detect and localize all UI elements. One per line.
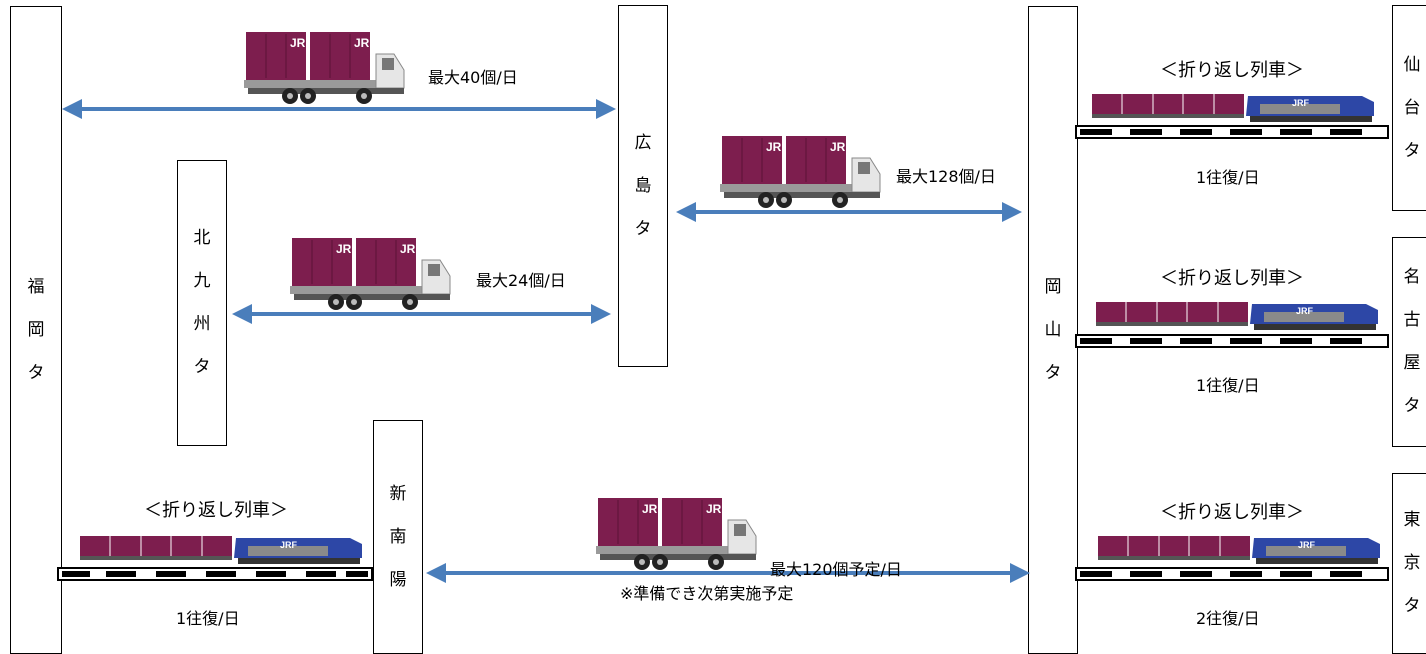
route-note-shinnanyo-okayama: ※準備でき次第実施予定 <box>620 584 794 603</box>
train-icon: JRF <box>1096 302 1378 330</box>
shuttle-label-sendai: ＜折り返し列車＞ <box>1160 60 1304 81</box>
station-hiroshima: 広 島 タ <box>618 5 668 367</box>
route-label-shinnanyo-okayama: 最大120個予定/日 <box>770 560 902 579</box>
station-char: タ <box>27 362 45 383</box>
track-sendai <box>1075 125 1389 139</box>
station-nagoya: 名 古 屋 タ <box>1392 237 1426 447</box>
station-char: 州 <box>193 314 211 334</box>
station-char: 山 <box>1044 319 1062 340</box>
route-label-fukuoka-hiroshima: 最大40個/日 <box>428 68 518 87</box>
train-icon: JRF <box>1092 94 1374 122</box>
freq-label-sendai: 1往復/日 <box>1196 168 1260 187</box>
station-char: 福 <box>27 276 45 297</box>
station-char: 京 <box>1403 553 1421 573</box>
freq-label-nagoya: 1往復/日 <box>1196 376 1260 395</box>
station-char: 南 <box>389 526 407 547</box>
station-char: タ <box>1403 140 1421 161</box>
station-char: 九 <box>193 271 211 291</box>
locomotive-mark: JRF <box>1298 540 1316 550</box>
track-nagoya <box>1075 334 1389 348</box>
station-char: 屋 <box>1403 353 1421 373</box>
station-char: 岡 <box>27 319 45 340</box>
station-char: タ <box>193 357 211 377</box>
truck-icon: JR JR <box>290 238 451 310</box>
shuttle-label-fukuoka: ＜折り返し列車＞ <box>144 500 288 521</box>
station-char: 北 <box>193 228 211 248</box>
station-char: タ <box>1403 596 1421 616</box>
station-char: タ <box>1044 362 1062 383</box>
station-tokyo: 東 京 タ <box>1392 473 1426 654</box>
station-char: 島 <box>634 175 652 196</box>
container-mark: JR <box>642 502 658 516</box>
container-mark: JR <box>354 36 370 50</box>
station-char: 岡 <box>1044 276 1062 297</box>
container-mark: JR <box>706 502 722 516</box>
station-char: 台 <box>1403 97 1421 118</box>
locomotive-mark: JRF <box>1296 306 1314 316</box>
truck-icon: JR JR <box>720 136 881 208</box>
station-char: 古 <box>1403 310 1421 330</box>
truck-icon: JR JR <box>596 498 757 570</box>
station-char: 新 <box>389 483 407 504</box>
station-char: 名 <box>1403 267 1421 287</box>
station-okayama: 岡 山 タ <box>1028 6 1078 654</box>
route-label-hiroshima-okayama: 最大128個/日 <box>896 167 996 186</box>
train-icon: JRF <box>1098 536 1380 564</box>
station-char: 東 <box>1403 510 1421 530</box>
container-mark: JR <box>766 140 782 154</box>
container-mark: JR <box>290 36 306 50</box>
freq-label-fukuoka: 1往復/日 <box>176 609 240 628</box>
shuttle-label-tokyo: ＜折り返し列車＞ <box>1160 502 1304 523</box>
locomotive-mark: JRF <box>280 540 298 550</box>
train-icon: JRF <box>80 536 362 564</box>
station-char: 仙 <box>1403 54 1421 75</box>
container-mark: JR <box>400 242 416 256</box>
freq-label-tokyo: 2往復/日 <box>1196 609 1260 628</box>
container-mark: JR <box>830 140 846 154</box>
locomotive-mark: JRF <box>1292 98 1310 108</box>
station-shinnanyo: 新 南 陽 <box>373 420 423 654</box>
station-char: タ <box>1403 396 1421 416</box>
truck-icon: JR JR <box>244 32 405 104</box>
shuttle-label-nagoya: ＜折り返し列車＞ <box>1160 268 1304 289</box>
station-kitakyushu: 北 九 州 タ <box>177 160 227 446</box>
station-char: 陽 <box>389 569 407 590</box>
track-fukuoka <box>57 567 373 581</box>
container-mark: JR <box>336 242 352 256</box>
route-label-kitakyushu-hiroshima: 最大24個/日 <box>476 271 566 290</box>
track-tokyo <box>1075 567 1389 581</box>
station-char: タ <box>634 218 652 239</box>
station-sendai: 仙 台 タ <box>1392 5 1426 211</box>
station-char: 広 <box>634 132 652 153</box>
station-fukuoka: 福 岡 タ <box>10 6 62 654</box>
